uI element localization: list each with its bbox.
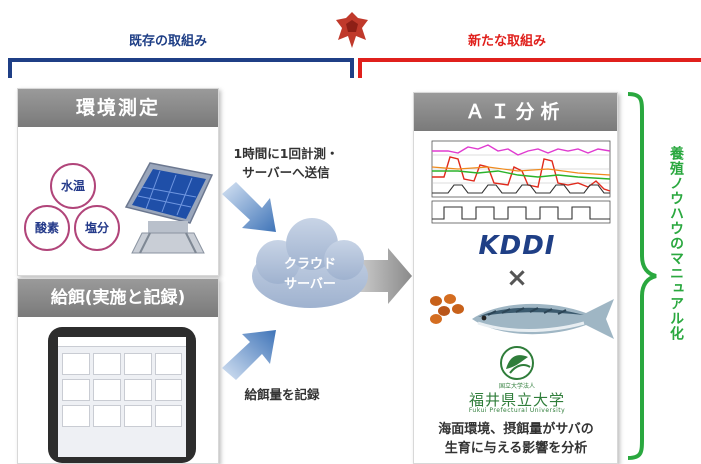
existing-initiatives-header: 既存の取組み <box>129 34 208 49</box>
feed-card <box>62 379 90 401</box>
series-green <box>432 170 611 180</box>
environment-measurement-panel: 環境測定 水温 酸素 塩分 <box>17 88 219 276</box>
feeding-title: 給餌(実施と記録) <box>18 279 218 317</box>
tablet-app-header <box>58 337 186 347</box>
ai-analysis-panel: ＡＩ分析 KDDI × 国立大学法人 <box>413 92 618 464</box>
feed-card <box>62 405 90 427</box>
solar-sensor-buoy-icon <box>124 162 214 254</box>
feed-card <box>155 405 182 427</box>
kddi-logo: KDDI <box>462 231 572 261</box>
mackerel-icon <box>472 299 614 339</box>
feed-card <box>155 379 182 401</box>
feed-card <box>124 405 152 427</box>
new-bracket <box>358 58 701 78</box>
feed-card <box>124 353 152 375</box>
feed-card <box>155 353 182 375</box>
cloud-to-ai-arrow <box>360 248 412 304</box>
feed-card <box>124 379 152 401</box>
feed-card <box>93 405 121 427</box>
cloud-label-line2: サーバー <box>284 277 336 292</box>
measure-note-line1: 1時間に1回計測・ <box>233 146 339 161</box>
cross-symbol: × <box>506 263 528 293</box>
cloud-label-line1: クラウド <box>284 257 336 272</box>
feed-arrow <box>222 330 276 380</box>
existing-bracket <box>8 58 354 78</box>
sensor-timeseries-graph <box>431 140 611 224</box>
measure-arrow <box>222 182 276 232</box>
university-small-label: 国立大学法人 <box>498 383 535 390</box>
feed-pellets-icon <box>430 294 464 324</box>
feed-card <box>93 379 121 401</box>
measure-note: 1時間に1回計測・ サーバーへ送信 <box>226 144 346 182</box>
university-english-name: Fukui Prefectural University <box>468 407 566 414</box>
series-black <box>432 184 610 194</box>
university-name: 福井県立大学 <box>468 391 565 409</box>
university-seal-icon <box>500 346 534 380</box>
series-orange <box>431 166 611 176</box>
kddi-logo-text: KDDI <box>478 231 556 261</box>
measure-note-line2: サーバーへ送信 <box>242 165 330 180</box>
salinity-badge: 塩分 <box>74 205 120 251</box>
green-brace <box>627 92 657 460</box>
environment-measurement-title: 環境測定 <box>18 89 218 127</box>
analysis-caption-line2: 生育に与える影響を分析 <box>444 441 588 456</box>
series-square-wave <box>432 206 610 220</box>
analysis-caption: 海面環境、摂餌量がサバの 生育に与える影響を分析 <box>405 420 627 458</box>
new-initiatives-header: 新たな取組み <box>468 34 547 49</box>
tablet-device <box>48 327 196 463</box>
tablet-screen <box>58 337 186 457</box>
ai-analysis-title: ＡＩ分析 <box>414 93 617 131</box>
water-temp-badge: 水温 <box>50 163 96 209</box>
manualization-result-text: 養殖ノウハウのマニュアル化 <box>668 146 684 341</box>
feed-card <box>62 353 90 375</box>
feed-card <box>93 353 121 375</box>
oxygen-badge: 酸素 <box>24 205 70 251</box>
cloud-server-icon <box>252 218 368 308</box>
feed-record-note: 給餌量を記録 <box>244 387 320 402</box>
series-magenta <box>432 144 611 156</box>
analysis-caption-line1: 海面環境、摂餌量がサバの <box>438 422 594 437</box>
emblem-icon <box>336 12 368 48</box>
feeding-panel: 給餌(実施と記録) <box>17 278 219 464</box>
